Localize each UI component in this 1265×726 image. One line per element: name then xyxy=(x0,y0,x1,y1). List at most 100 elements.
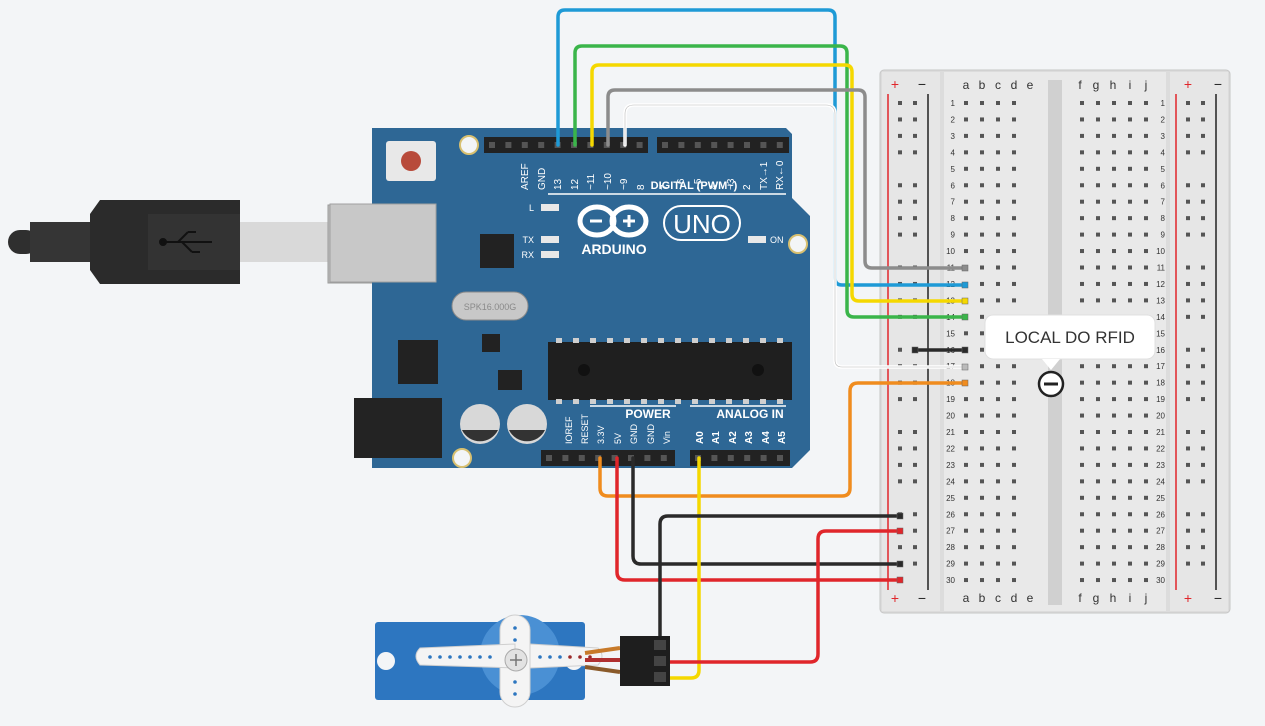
analog-pin-label: A5 xyxy=(777,431,788,444)
row-number: 5 xyxy=(951,165,956,174)
row-number: 28 xyxy=(946,543,955,552)
led-tx-label: TX xyxy=(522,235,534,245)
power-jack xyxy=(354,398,442,458)
wire-green xyxy=(573,44,967,319)
row-number: 26 xyxy=(946,510,955,519)
column-label: d xyxy=(1011,591,1018,605)
rail-minus-label: − xyxy=(918,590,926,606)
row-number: 19 xyxy=(946,395,955,404)
row-number: 22 xyxy=(1156,444,1165,453)
row-number: 4 xyxy=(951,148,956,157)
analog-pin-label: A3 xyxy=(744,431,755,444)
rfid-annotation[interactable]: LOCAL DO RFID xyxy=(984,314,1156,398)
row-number: 6 xyxy=(1161,181,1166,190)
rail-plus-label: + xyxy=(1184,76,1192,92)
row-number: 20 xyxy=(946,412,955,421)
wire-red-servo xyxy=(658,529,902,664)
wire-end-pin[interactable] xyxy=(961,264,969,272)
wire-end-pin[interactable] xyxy=(961,313,969,321)
wire-end-pin[interactable] xyxy=(961,363,969,371)
row-number: 25 xyxy=(946,494,955,503)
row-number: 6 xyxy=(951,181,956,190)
row-number: 10 xyxy=(1156,247,1165,256)
capacitor xyxy=(507,404,547,444)
column-label: c xyxy=(995,591,1001,605)
servo-cable xyxy=(584,646,621,674)
wire-end-pin[interactable] xyxy=(896,576,904,584)
row-number: 15 xyxy=(1156,329,1165,338)
digital-pin-label: ~5 xyxy=(693,178,704,190)
row-number: 3 xyxy=(951,132,956,141)
crystal-oscillator: SPK16.000G xyxy=(451,291,529,321)
row-number: 15 xyxy=(946,329,955,338)
analog-header xyxy=(690,450,790,466)
column-label: d xyxy=(1011,78,1018,92)
rail-minus-label: − xyxy=(1214,76,1222,92)
row-number: 23 xyxy=(1156,461,1165,470)
wire-black-servo xyxy=(658,514,902,647)
column-label: e xyxy=(1027,591,1034,605)
wire-yellow xyxy=(590,63,967,303)
wire-end-pin[interactable] xyxy=(896,512,904,520)
rail-minus-label: − xyxy=(1214,590,1222,606)
row-number: 23 xyxy=(946,461,955,470)
column-label: i xyxy=(1129,78,1132,92)
rail-minus-label: − xyxy=(918,76,926,92)
power-pin-label: 3.3V xyxy=(596,425,606,444)
brand-label: ARDUINO xyxy=(581,241,646,257)
led-on-label: ON xyxy=(770,235,784,245)
row-number: 5 xyxy=(1161,165,1166,174)
led-l-label: L xyxy=(529,203,534,213)
column-label: a xyxy=(963,591,970,605)
model-label: UNO xyxy=(673,209,731,239)
digital-pin-label: 7 xyxy=(660,184,671,190)
row-number: 1 xyxy=(1161,99,1166,108)
wire-end-pin[interactable] xyxy=(961,281,969,289)
row-number: 29 xyxy=(946,560,955,569)
wire-end-pin[interactable] xyxy=(896,527,904,535)
analog-pin-label: A0 xyxy=(695,431,706,444)
digital-pin-label: ~10 xyxy=(603,173,614,190)
wire-end-pin[interactable] xyxy=(961,346,969,354)
power-pin-label: IOREF xyxy=(564,416,574,444)
servo-motor[interactable] xyxy=(375,614,670,708)
column-label: a xyxy=(963,78,970,92)
row-number: 24 xyxy=(1156,477,1165,486)
annotation-text: LOCAL DO RFID xyxy=(1005,328,1135,347)
column-label: j xyxy=(1144,78,1148,92)
usb-icon xyxy=(159,231,212,253)
row-number: 18 xyxy=(1156,379,1165,388)
power-pin-label: 5V xyxy=(613,433,623,444)
arduino-uno-board[interactable]: SPK16.000G ARDUINO UNO xyxy=(329,128,810,468)
capacitor xyxy=(460,404,500,444)
column-label: e xyxy=(1027,78,1034,92)
rail-plus-label: + xyxy=(891,76,899,92)
column-label: c xyxy=(995,78,1001,92)
servo-horn xyxy=(415,614,603,708)
wires[interactable] xyxy=(556,8,967,680)
row-number: 12 xyxy=(1156,280,1165,289)
row-number: 21 xyxy=(946,428,955,437)
usb-chip xyxy=(480,234,514,268)
wire-end-pin[interactable] xyxy=(911,346,919,354)
analog-pin-label: A4 xyxy=(761,431,772,444)
row-number: 30 xyxy=(1156,576,1165,585)
row-number: 8 xyxy=(951,214,956,223)
wire-end-pin[interactable] xyxy=(896,560,904,568)
row-number: 25 xyxy=(1156,494,1165,503)
power-pin-label: GND xyxy=(629,424,639,445)
column-label: b xyxy=(979,78,986,92)
wire-black-gnd xyxy=(631,456,902,566)
power-pin-label: Vin xyxy=(662,431,672,444)
row-number: 19 xyxy=(1156,395,1165,404)
digital-pin-label: RX←0 xyxy=(775,160,786,190)
wire-end-pin[interactable] xyxy=(961,379,969,387)
uno-badge xyxy=(663,205,741,241)
wire-gray xyxy=(606,88,967,270)
power-pin-label: RESET xyxy=(580,413,590,444)
row-number: 27 xyxy=(1156,527,1165,536)
digital-pin-label: ~6 xyxy=(676,178,687,190)
reset-button[interactable] xyxy=(386,141,436,181)
wire-end-pin[interactable] xyxy=(961,297,969,305)
